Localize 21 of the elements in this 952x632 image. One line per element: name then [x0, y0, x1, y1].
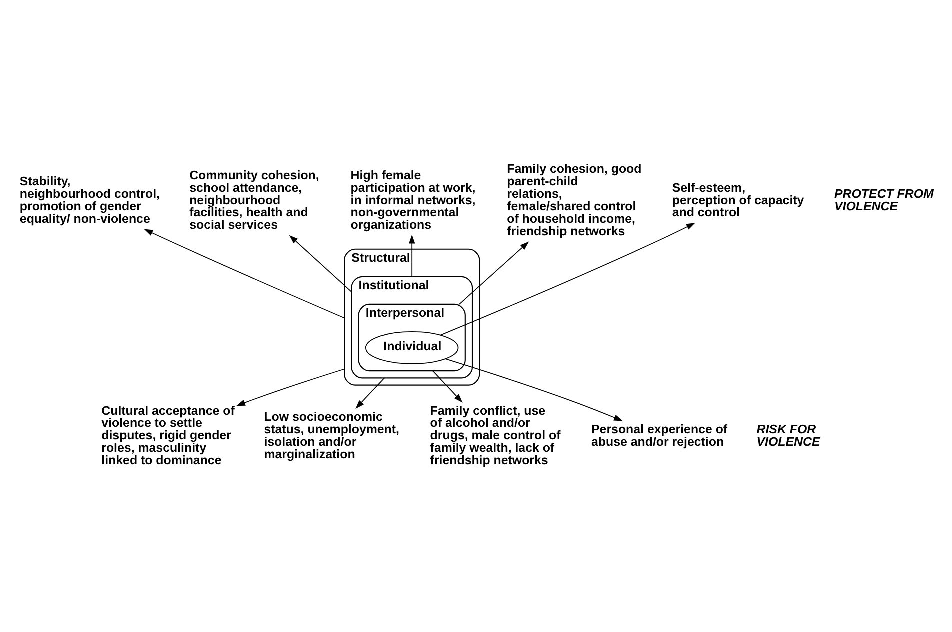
node-text: Cultural acceptance of violence to settle disputes, rigid gender roles, masculinity linked to dominance — [101, 404, 234, 468]
arrow — [144, 229, 345, 319]
arrow — [408, 234, 415, 278]
arrow — [432, 370, 462, 403]
node-ellipse: Individual — [364, 332, 458, 364]
arrow — [355, 378, 385, 410]
node-text: Personal experience of abuse and/or rejection — [591, 422, 728, 449]
label: PROTECT FROM VIOLENCE — [834, 187, 934, 214]
node-text: Self-esteem, perception of capacity and control — [672, 180, 804, 220]
label: RISK FOR VIOLENCE — [756, 422, 820, 449]
arrow — [440, 223, 695, 336]
node-text: Family cohesion, good parent-child relations, female/shared control of household income, friendship networks — [506, 162, 642, 238]
node-text: Low socioeconomic status, unemployment, isolation and/or marginalization — [264, 410, 399, 462]
node-text: Family conflict, use of alcohol and/or drugs, male control of family wealth, lack of friendship networks — [430, 404, 560, 468]
arrow — [236, 368, 345, 406]
arrow — [444, 358, 622, 422]
node-text: Stability, neighbourhood control, promotion of gender equality/ non-violence — [19, 174, 160, 226]
arrow — [458, 242, 529, 305]
node-text: High female participation at work, in informal networks, non-governmental organizations — [350, 168, 476, 232]
node-text: Community cohesion, school attendance, neighbourhood facilities, health and social services — [189, 168, 319, 232]
arrow — [288, 235, 352, 293]
